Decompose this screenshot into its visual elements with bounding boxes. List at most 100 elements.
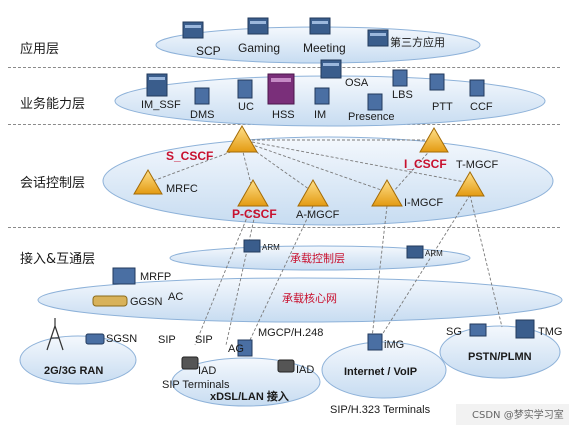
label-bearer-core: 承载核心网 [282, 291, 337, 305]
link-pcscf-sip2 [225, 209, 257, 346]
label-arm-2: ARM [425, 249, 443, 258]
layer-label-session: 会话控制层 [20, 176, 86, 191]
label-ag: AG [228, 343, 244, 355]
label-dms: DMS [190, 109, 214, 121]
t-mgcf-triangle-icon [455, 171, 485, 197]
i-cscf-triangle-icon [419, 127, 449, 153]
label-third-party: 第三方应用 [390, 35, 445, 49]
label-scp: SCP [196, 44, 221, 58]
link-scscf-amgcf [247, 145, 314, 193]
label-ran: 2G/3G RAN [44, 365, 103, 377]
ag-gateway-icon [237, 339, 253, 357]
tmg-gateway-icon [515, 319, 535, 339]
server-icon-meeting [309, 17, 331, 35]
label-lbs: LBS [392, 89, 413, 101]
label-hss: HSS [272, 109, 295, 121]
mrfp-router-icon [112, 267, 136, 285]
pstn-cloud [439, 325, 561, 379]
label-t-mgcf: T-MGCF [456, 159, 498, 171]
footer-watermark-bg [456, 404, 569, 425]
label-im: IM [314, 109, 326, 121]
server-icon-ptt [429, 73, 445, 91]
label-presence: Presence [348, 111, 394, 123]
link-tmgcf-pstn [469, 194, 503, 328]
label-i-mgcf: I-MGCF [404, 197, 443, 209]
label-a-mgcf: A-MGCF [296, 209, 340, 221]
link-tmgcf-img [379, 194, 471, 339]
connection-lines [149, 139, 503, 346]
label-imssf: IM_SSF [141, 99, 181, 111]
bearer-core-ellipse [37, 277, 563, 323]
sgsn-router-icon [85, 333, 105, 345]
label-ccf: CCF [470, 101, 493, 113]
label-meeting: Meeting [303, 41, 346, 55]
label-tmg: TMG [538, 326, 562, 338]
arm-server-icon-1 [243, 239, 261, 253]
img-gateway-icon [367, 333, 383, 351]
label-p-cscf: P-CSCF [232, 207, 277, 221]
link-imgcf-img [371, 205, 388, 339]
server-icon-third-party [367, 29, 389, 47]
server-icon-scp [182, 21, 204, 39]
server-icon-presence [367, 93, 383, 111]
server-icon-uc [237, 79, 253, 99]
footer-watermark: CSDN @梦实学习室 [472, 408, 564, 421]
link-scscf-tmgcf [251, 141, 471, 184]
p-cscf-triangle-icon [237, 178, 269, 207]
label-xdsl: xDSL/LAN 接入 [210, 389, 289, 403]
server-icon-dms [194, 87, 210, 105]
label-iad-1: IAD [198, 365, 216, 377]
label-ggsn: GGSN [130, 296, 162, 308]
ran-cloud [19, 335, 137, 385]
iad-device-icon-2 [277, 359, 295, 373]
session-layer-ellipse [102, 136, 554, 226]
arm-server-icon-2 [406, 245, 424, 259]
ran-antenna-icon [46, 318, 64, 351]
label-iad-2: IAD [296, 364, 314, 376]
label-sip-h323: SIP/H.323 Terminals [330, 404, 431, 416]
iad-device-icon-1 [181, 356, 199, 370]
label-sip-1: SIP [158, 334, 176, 346]
server-icon-gaming [247, 17, 269, 35]
server-icon-lbs [392, 69, 408, 87]
label-img: iMG [384, 339, 404, 351]
link-scscf-mrfc [149, 149, 237, 183]
server-icon-osa [320, 59, 342, 79]
divider-3 [8, 227, 560, 228]
sg-gateway-icon [469, 323, 487, 337]
server-icon-im [314, 87, 330, 105]
hss-database-icon [267, 73, 295, 105]
label-ac: AC [168, 291, 183, 303]
label-gaming: Gaming [238, 41, 280, 55]
label-sgsn: SGSN [106, 333, 137, 345]
label-s-cscf: S_CSCF [166, 149, 213, 163]
label-pstn: PSTN/PLMN [468, 351, 532, 363]
server-icon-ccf [469, 79, 485, 97]
ggsn-router-icon [92, 295, 128, 307]
label-sip-2: SIP [195, 334, 213, 346]
label-mrfc: MRFC [166, 183, 198, 195]
a-mgcf-triangle-icon [297, 178, 329, 207]
label-arm-1: ARM [262, 243, 280, 252]
label-sg: SG [446, 326, 462, 338]
s-cscf-triangle-icon [226, 124, 258, 153]
i-mgcf-triangle-icon [371, 178, 403, 207]
layer-label-service: 业务能力层 [20, 97, 86, 112]
mrfc-triangle-icon [133, 169, 163, 195]
label-bearer-control: 承载控制层 [290, 251, 345, 265]
link-icscf-imgcf [392, 145, 435, 193]
server-icon-imssf [146, 73, 168, 97]
label-i-cscf: I_CSCF [404, 157, 447, 171]
internet-cloud [321, 341, 447, 399]
label-ptt: PTT [432, 101, 453, 113]
label-uc: UC [238, 101, 254, 113]
label-mrfp: MRFP [140, 271, 171, 283]
layer-label-application: 应用层 [20, 42, 60, 57]
label-internet: Internet / VoIP [344, 366, 417, 378]
label-osa: OSA [345, 77, 369, 89]
layer-label-access: 接入&互通层 [20, 252, 96, 267]
link-pcscf-sip [194, 209, 251, 346]
label-sip-terminals: SIP Terminals [162, 379, 230, 391]
